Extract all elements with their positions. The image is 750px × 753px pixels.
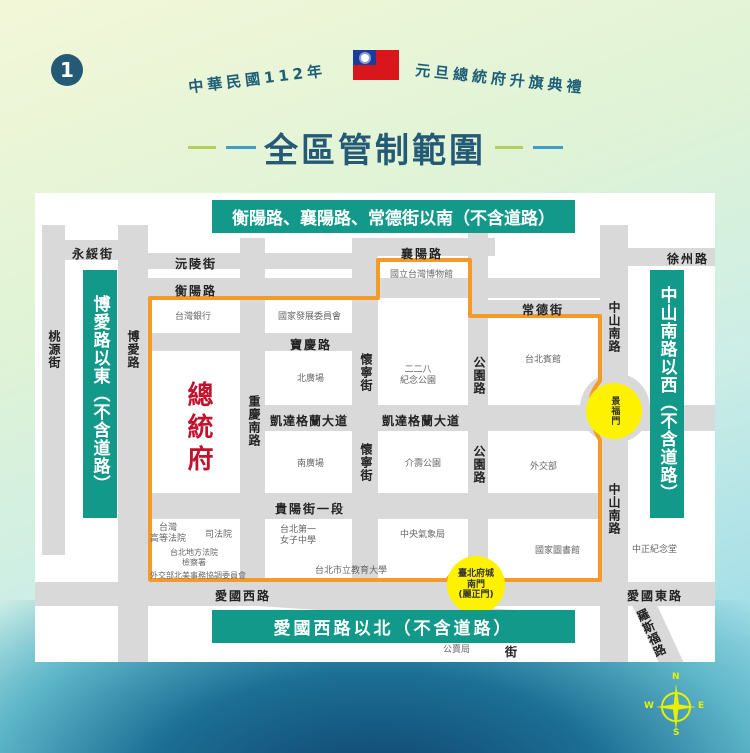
subtitle-right: 元旦總統府升旗典禮 — [414, 61, 587, 97]
road-label: 沅陵街 — [175, 257, 218, 271]
road-label: 衡陽路 — [175, 284, 218, 298]
road-label: 公園路 — [472, 445, 486, 484]
landmark-south-gate: 臺北府城 南門 (麗正門) — [447, 556, 505, 614]
road-label: 貴陽街一段 — [275, 502, 346, 516]
road-label: 懷寧街 — [359, 353, 373, 392]
road-label: 懷寧街 — [359, 443, 373, 482]
banner-south: 愛國西路以北（不含道路） — [212, 610, 575, 643]
compass-n: N — [672, 672, 680, 682]
compass-rose-icon: N S E W — [644, 672, 705, 738]
road-label: 中山南路 — [607, 483, 621, 535]
compass-s: S — [673, 728, 680, 738]
road-label: 寶慶路 — [290, 338, 333, 352]
building-label: 二二八 紀念公園 — [400, 365, 437, 387]
building-label: 中正紀念堂 — [632, 545, 678, 555]
control-area-map: 永綏街 沅陵街 衡陽路 襄陽路 常德街 徐州路 桃源街 博愛路 寶慶路 懷寧街 … — [35, 193, 715, 662]
page-title: 全區管制範圍 — [264, 131, 486, 171]
title-dash — [495, 146, 523, 149]
building-label: 介壽公園 — [405, 459, 442, 469]
building-label: 北廣場 — [297, 374, 325, 384]
road-label: 徐州路 — [667, 252, 710, 266]
banner-north: 衡陽路、襄陽路、常德街以南（不含道路） — [212, 200, 575, 233]
road-xuzhou — [628, 248, 715, 266]
road-label: 桃源街 — [47, 330, 61, 369]
building-label: 司法院 — [205, 530, 233, 540]
building-label: 國立台灣博物館 — [390, 270, 454, 280]
road-changde — [488, 300, 600, 318]
title-dash — [226, 146, 256, 149]
building-label: 台北第一 女子中學 — [280, 525, 317, 547]
building-label: 中央氣象局 — [400, 530, 446, 540]
road-yongsui — [42, 240, 132, 260]
building-label: 外交部 — [530, 462, 558, 472]
road-chongqing — [240, 238, 265, 583]
banner-east: 中山南路以西（不含道路） — [650, 270, 684, 518]
building-label: 南廣場 — [297, 459, 325, 469]
presidential-office-label: 總統府 — [183, 381, 213, 477]
road-guiyang — [148, 493, 628, 519]
subtitle-left: 中華民國112年 — [187, 61, 327, 97]
road-label: 永綏街 — [72, 247, 115, 261]
road-label: 街 — [505, 645, 520, 659]
road-label: 凱達格蘭大道 — [382, 414, 461, 428]
compass-w: W — [644, 701, 654, 711]
building-label: 台北地方法院 檢察署 — [170, 548, 218, 567]
road-label: 中山南路 — [607, 301, 621, 353]
road-label: 愛國西路 — [215, 589, 272, 603]
building-label: 台灣 高等法院 — [150, 523, 187, 545]
building-label: 國家發展委員會 — [278, 312, 342, 322]
road-label: 重慶南路 — [247, 395, 261, 447]
title-dash — [533, 146, 563, 149]
building-label: 公賣局 — [443, 645, 471, 655]
banner-west: 博愛路以東（不含道路） — [83, 270, 117, 518]
building-label: 外交部北美事務協調委員會 — [150, 571, 246, 580]
road-xiangyang — [365, 238, 495, 256]
building-label: 台灣銀行 — [175, 312, 212, 322]
road-label: 愛國東路 — [627, 589, 684, 603]
building-label: 台北市立教育大學 — [315, 566, 388, 576]
landmark-jingfu-gate: 景福門 — [586, 383, 642, 439]
title-dash — [188, 146, 216, 149]
road-label: 博愛路 — [126, 330, 140, 369]
step-number-badge: 1 — [51, 54, 83, 86]
building-label: 台北賓館 — [525, 355, 562, 365]
road-label: 凱達格蘭大道 — [270, 414, 349, 428]
road-baoqing — [148, 333, 378, 351]
road-label: 常德街 — [522, 303, 565, 317]
road-taoyuan — [42, 225, 65, 555]
compass-e: E — [698, 701, 705, 711]
roc-flag-icon — [353, 50, 399, 80]
road-label: 襄陽路 — [401, 247, 444, 261]
road-label: 公園路 — [472, 356, 486, 395]
road-hengyang — [148, 278, 628, 298]
building-label: 國家圖書館 — [535, 546, 581, 556]
